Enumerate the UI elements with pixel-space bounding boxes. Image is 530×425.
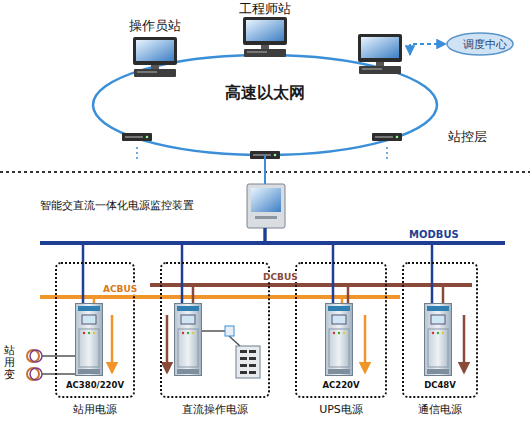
connector [265, 228, 333, 262]
dashed-border [402, 262, 478, 398]
network-ring: 高速以太网 [93, 55, 437, 155]
node-title: 高速以太网 [93, 83, 437, 104]
connector [410, 44, 446, 55]
voltage-text: DC48V [402, 380, 478, 390]
bus-label: MODBUS [408, 229, 460, 240]
power-group: 通信电源 DC48V [402, 262, 478, 420]
node-title: 通信电源 [402, 402, 478, 417]
bus-label: DCBUS [262, 272, 299, 282]
node-title: 操作员站 [115, 17, 195, 35]
layer-label: 站控层 [447, 128, 488, 146]
connector [264, 155, 266, 184]
node-title: 调度中心 [446, 37, 524, 52]
node-title: 直流操作电源 [160, 402, 270, 417]
voltage-text: AC380/220V [55, 380, 135, 390]
connector [182, 228, 265, 262]
monitor-device: 智能交直流一体化电源监控装置 [40, 184, 290, 228]
connector [265, 228, 432, 262]
dashed-border [160, 262, 270, 398]
node-title: UPS电源 [295, 402, 387, 417]
node-title: 智能交直流一体化电源监控装置 [40, 198, 194, 213]
operator-station: 操作员站 [115, 17, 195, 77]
vertical-label: 站用变 [3, 345, 16, 381]
dashed-border [55, 262, 135, 398]
power-group: 直流操作电源 [160, 262, 270, 420]
power-group: UPS电源 AC220V [295, 262, 387, 420]
bus-label: ACBUS [102, 284, 138, 294]
engineer-station: 工程师站 [225, 0, 305, 57]
connector [83, 228, 265, 262]
node-title: 工程师站 [225, 0, 305, 18]
node-title: 站用电源 [45, 402, 145, 417]
dispatch-ellipse: 调度中心 [446, 32, 524, 56]
dashed-border [295, 262, 387, 398]
voltage-text: AC220V [295, 380, 387, 390]
